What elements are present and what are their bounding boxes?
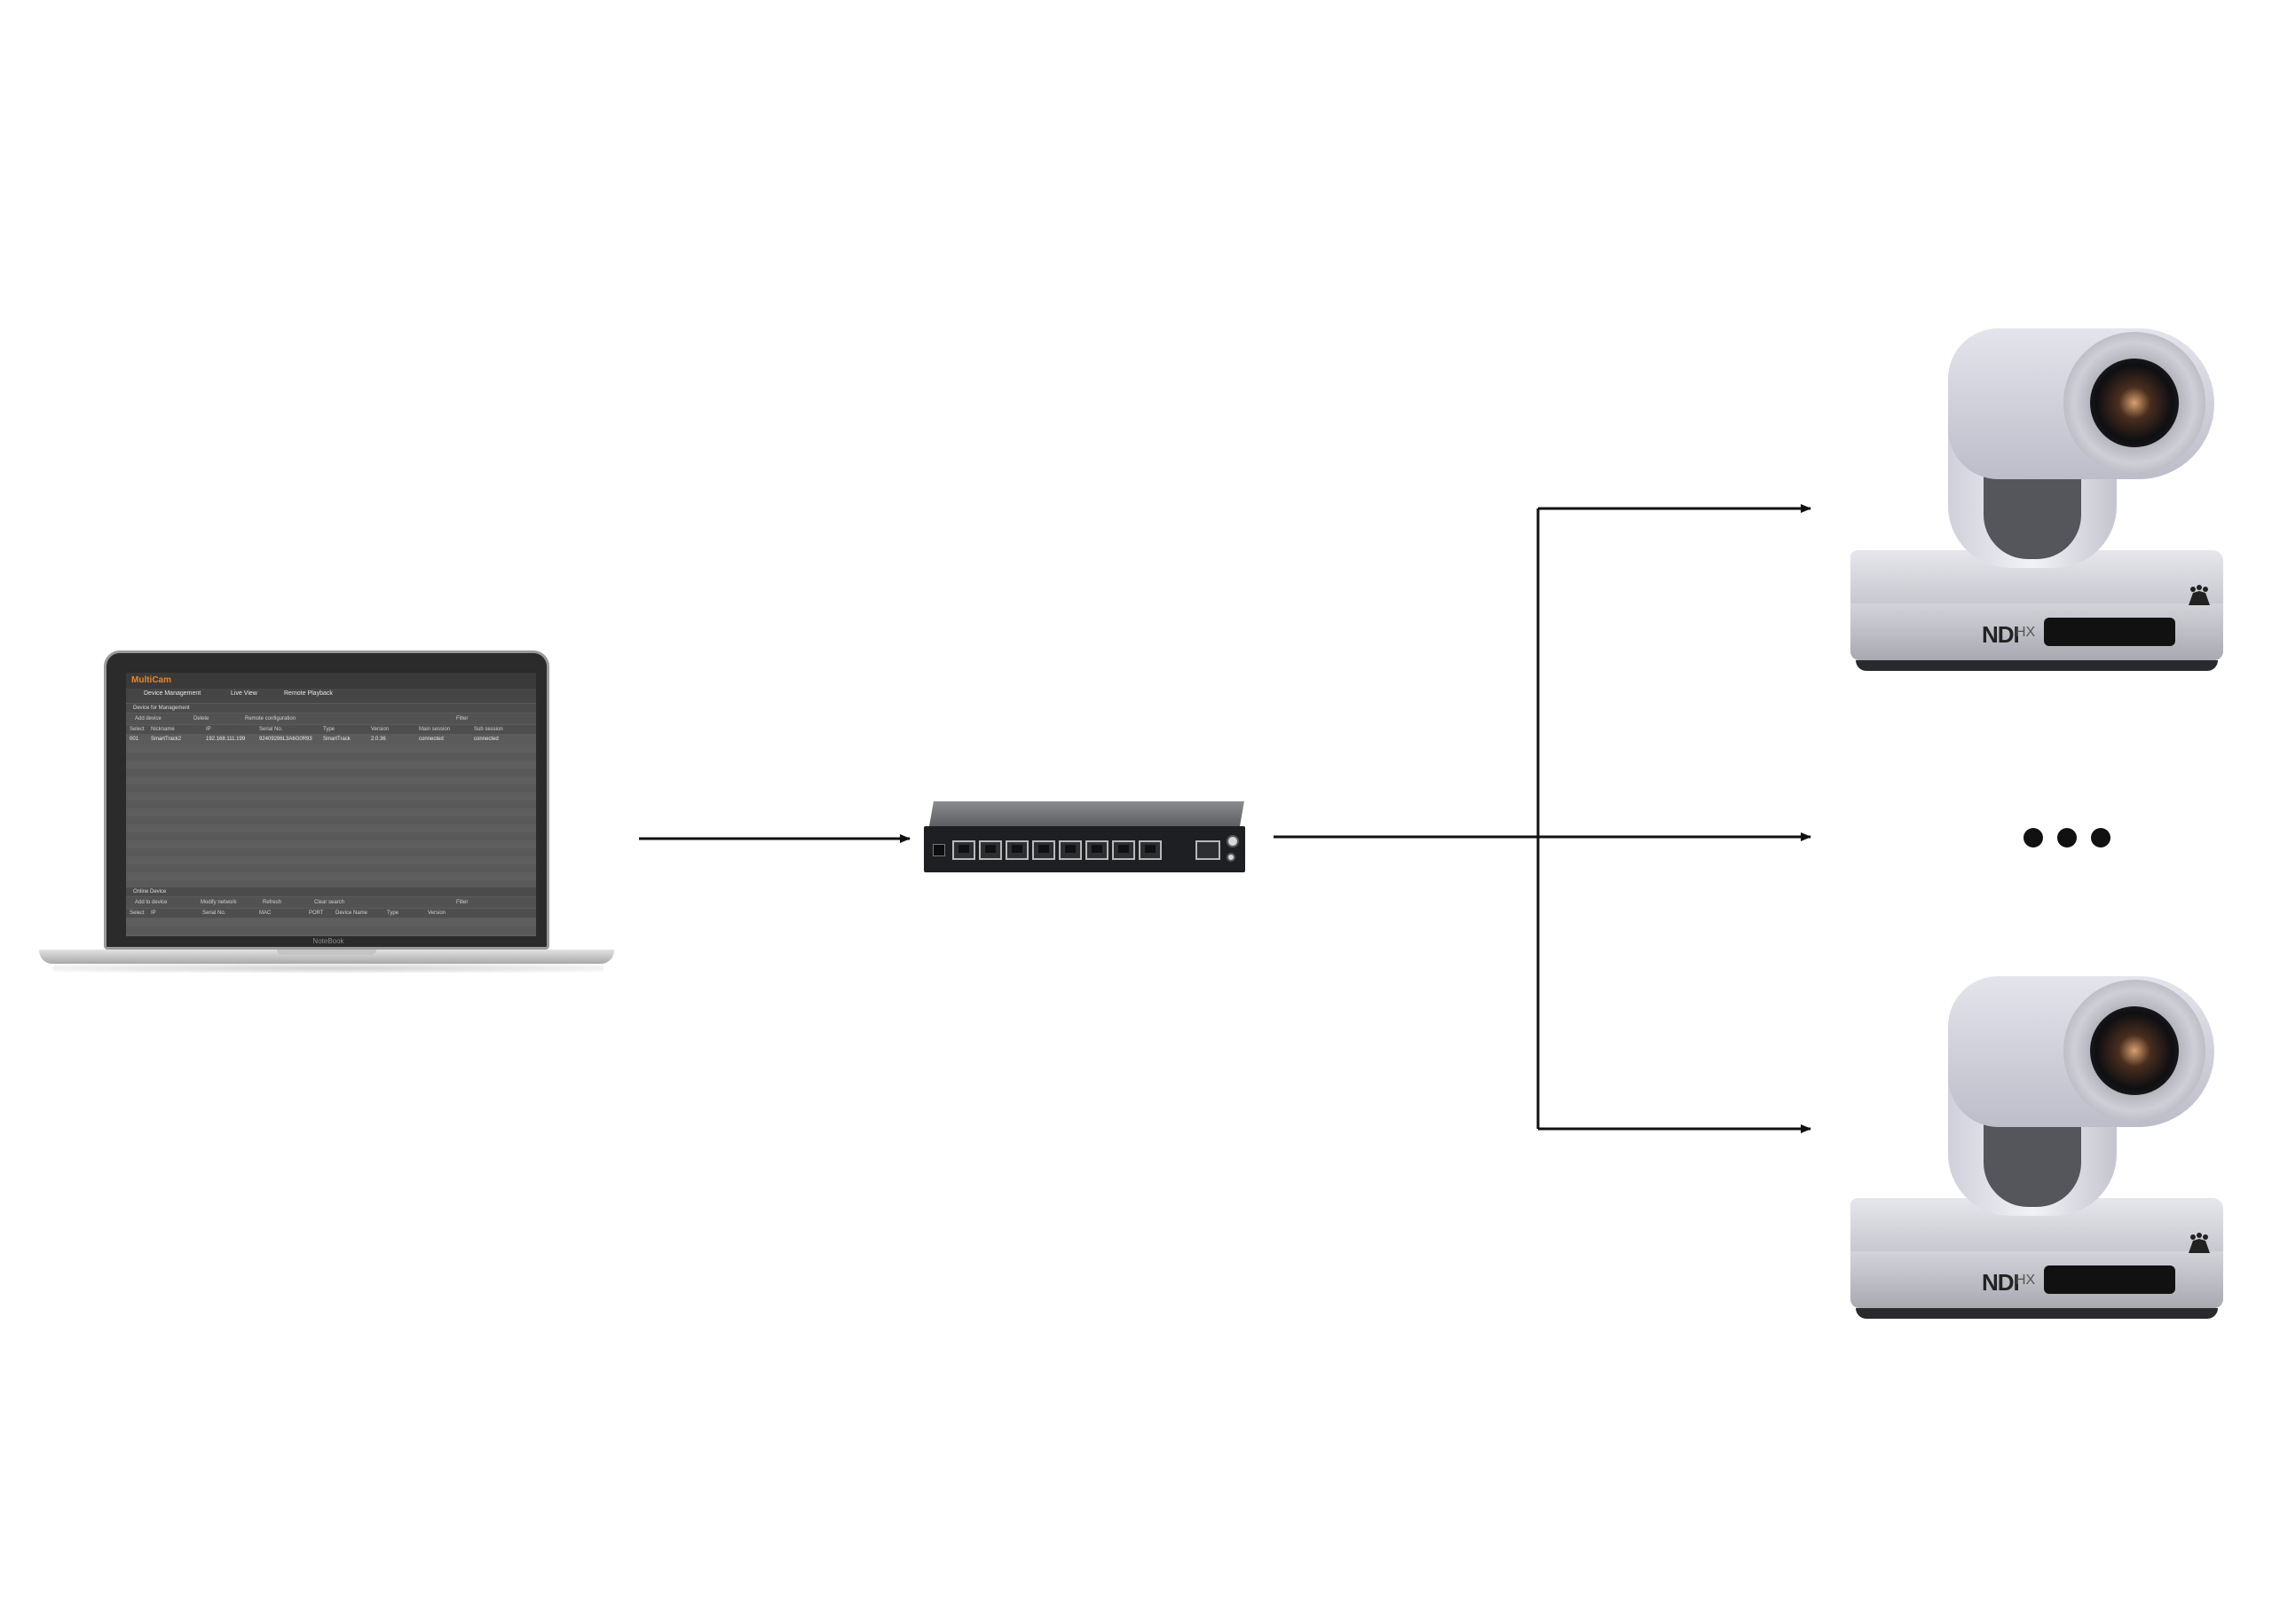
- screw-icon: [1227, 853, 1235, 862]
- add-device-button: Add device: [135, 716, 162, 721]
- table-row: 001 SmartTrack2 192.168.111.199 92409286…: [126, 735, 536, 744]
- ethernet-port-icon: [1112, 840, 1135, 860]
- uplink-port-icon: [1195, 840, 1220, 860]
- col-mac: MAC: [259, 911, 272, 916]
- camera-lens-icon: [2090, 1006, 2179, 1095]
- col-sub-session: Sub session: [474, 727, 503, 732]
- people-logo-icon: [2189, 585, 2210, 605]
- ellipsis-dot: [2057, 828, 2077, 847]
- ethernet-port-icon: [1032, 840, 1055, 860]
- managed-table-body: [126, 745, 536, 887]
- tab-device-management: Device Management: [144, 690, 201, 697]
- tab-remote-playback: Remote Playback: [284, 690, 333, 697]
- col-serial: Serial No.: [259, 727, 283, 732]
- hx-badge: HX: [2016, 1273, 2036, 1288]
- switch-port-group: [952, 840, 1190, 860]
- app-tabs: Device Management Live View Remote Playb…: [126, 689, 536, 703]
- laptop-shadow: [53, 964, 604, 973]
- col-port: PORT: [309, 911, 324, 916]
- delete-button: Delete: [193, 716, 209, 721]
- app-titlebar: MultiCam: [126, 673, 536, 689]
- col-device-name: Device Name: [335, 911, 368, 916]
- laptop-brand: NoteBook: [312, 937, 344, 945]
- hx-badge: HX: [2016, 625, 2036, 640]
- camera-ir-window: [2044, 1265, 2175, 1294]
- col-main-session: Main session: [419, 727, 451, 732]
- ethernet-port-icon: [1059, 840, 1082, 860]
- col-type: Type: [387, 911, 399, 916]
- cell-serial: 92409286L3A6G0R93: [259, 737, 312, 742]
- col-select: Select: [130, 727, 145, 732]
- cell-select: 001: [130, 737, 139, 742]
- ellipsis-dot: [2024, 828, 2043, 847]
- cell-type: SmartTrack: [323, 737, 351, 742]
- camera-lens-icon: [2090, 359, 2179, 447]
- laptop-base: [39, 950, 614, 964]
- ethernet-port-icon: [1006, 840, 1029, 860]
- col-version: Version: [428, 911, 446, 916]
- col-nickname: Nickname: [151, 727, 175, 732]
- tab-live-view: Live View: [231, 690, 257, 697]
- ethernet-port-icon: [979, 840, 1002, 860]
- camera-base-bottom: [1856, 1308, 2218, 1319]
- col-ip: IP: [151, 911, 156, 916]
- switch-top-panel: [929, 801, 1244, 826]
- camera-ir-window: [2044, 618, 2175, 646]
- managed-toolbar: Add device Delete Remote configuration F…: [126, 713, 536, 724]
- laptop-screen: MultiCam Device Management Live View Rem…: [126, 673, 536, 936]
- ethernet-port-icon: [952, 840, 975, 860]
- section-managed-title: Device for Management: [126, 704, 536, 713]
- col-ip: IP: [206, 727, 211, 732]
- cell-ip: 192.168.111.199: [206, 737, 246, 742]
- col-serial: Serial No.: [202, 911, 226, 916]
- col-version: Version: [371, 727, 390, 732]
- cell-nickname: SmartTrack2: [151, 737, 182, 742]
- people-logo-icon: [2189, 1233, 2210, 1253]
- clear-search-button: Clear search: [314, 900, 345, 905]
- managed-table-header: Select Nickname IP Serial No. Type Versi…: [126, 725, 536, 734]
- filter-label: Filter: [456, 716, 469, 721]
- app-logo: MultiCam: [131, 675, 171, 685]
- cell-version: 2.0.36: [371, 737, 386, 742]
- camera-base-bottom: [1856, 660, 2218, 671]
- status-led-icon: [1227, 835, 1239, 847]
- ndi-badge: NDI: [1982, 1269, 2020, 1296]
- cell-main-session: connected: [419, 737, 444, 742]
- ellipsis-dot: [2091, 828, 2110, 847]
- switch-front-panel: [924, 826, 1245, 872]
- more-devices-ellipsis: [2024, 828, 2110, 847]
- remote-config-button: Remote configuration: [245, 716, 296, 721]
- cell-sub-session: connected: [474, 737, 499, 742]
- ethernet-port-icon: [1139, 840, 1162, 860]
- online-toolbar: Add to device Modify network Refresh Cle…: [126, 897, 536, 908]
- ndi-badge: NDI: [1982, 621, 2020, 648]
- online-table-body: [126, 918, 536, 936]
- section-online-title: Online Device: [126, 887, 536, 896]
- ptz-camera-2: NDI HX: [1850, 976, 2232, 1340]
- ptz-camera-1: NDI HX: [1850, 328, 2232, 692]
- laptop-hinge-notch: [277, 950, 376, 955]
- modify-network-button: Modify network: [201, 900, 237, 905]
- ethernet-port-icon: [1085, 840, 1108, 860]
- online-table-header: Select IP Serial No. MAC PORT Device Nam…: [126, 909, 536, 918]
- add-to-device-button: Add to device: [135, 900, 168, 905]
- filter-label-online: Filter: [456, 900, 469, 905]
- power-jack-icon: [933, 844, 945, 856]
- col-select: Select: [130, 911, 145, 916]
- col-type: Type: [323, 727, 335, 732]
- refresh-button: Refresh: [263, 900, 282, 905]
